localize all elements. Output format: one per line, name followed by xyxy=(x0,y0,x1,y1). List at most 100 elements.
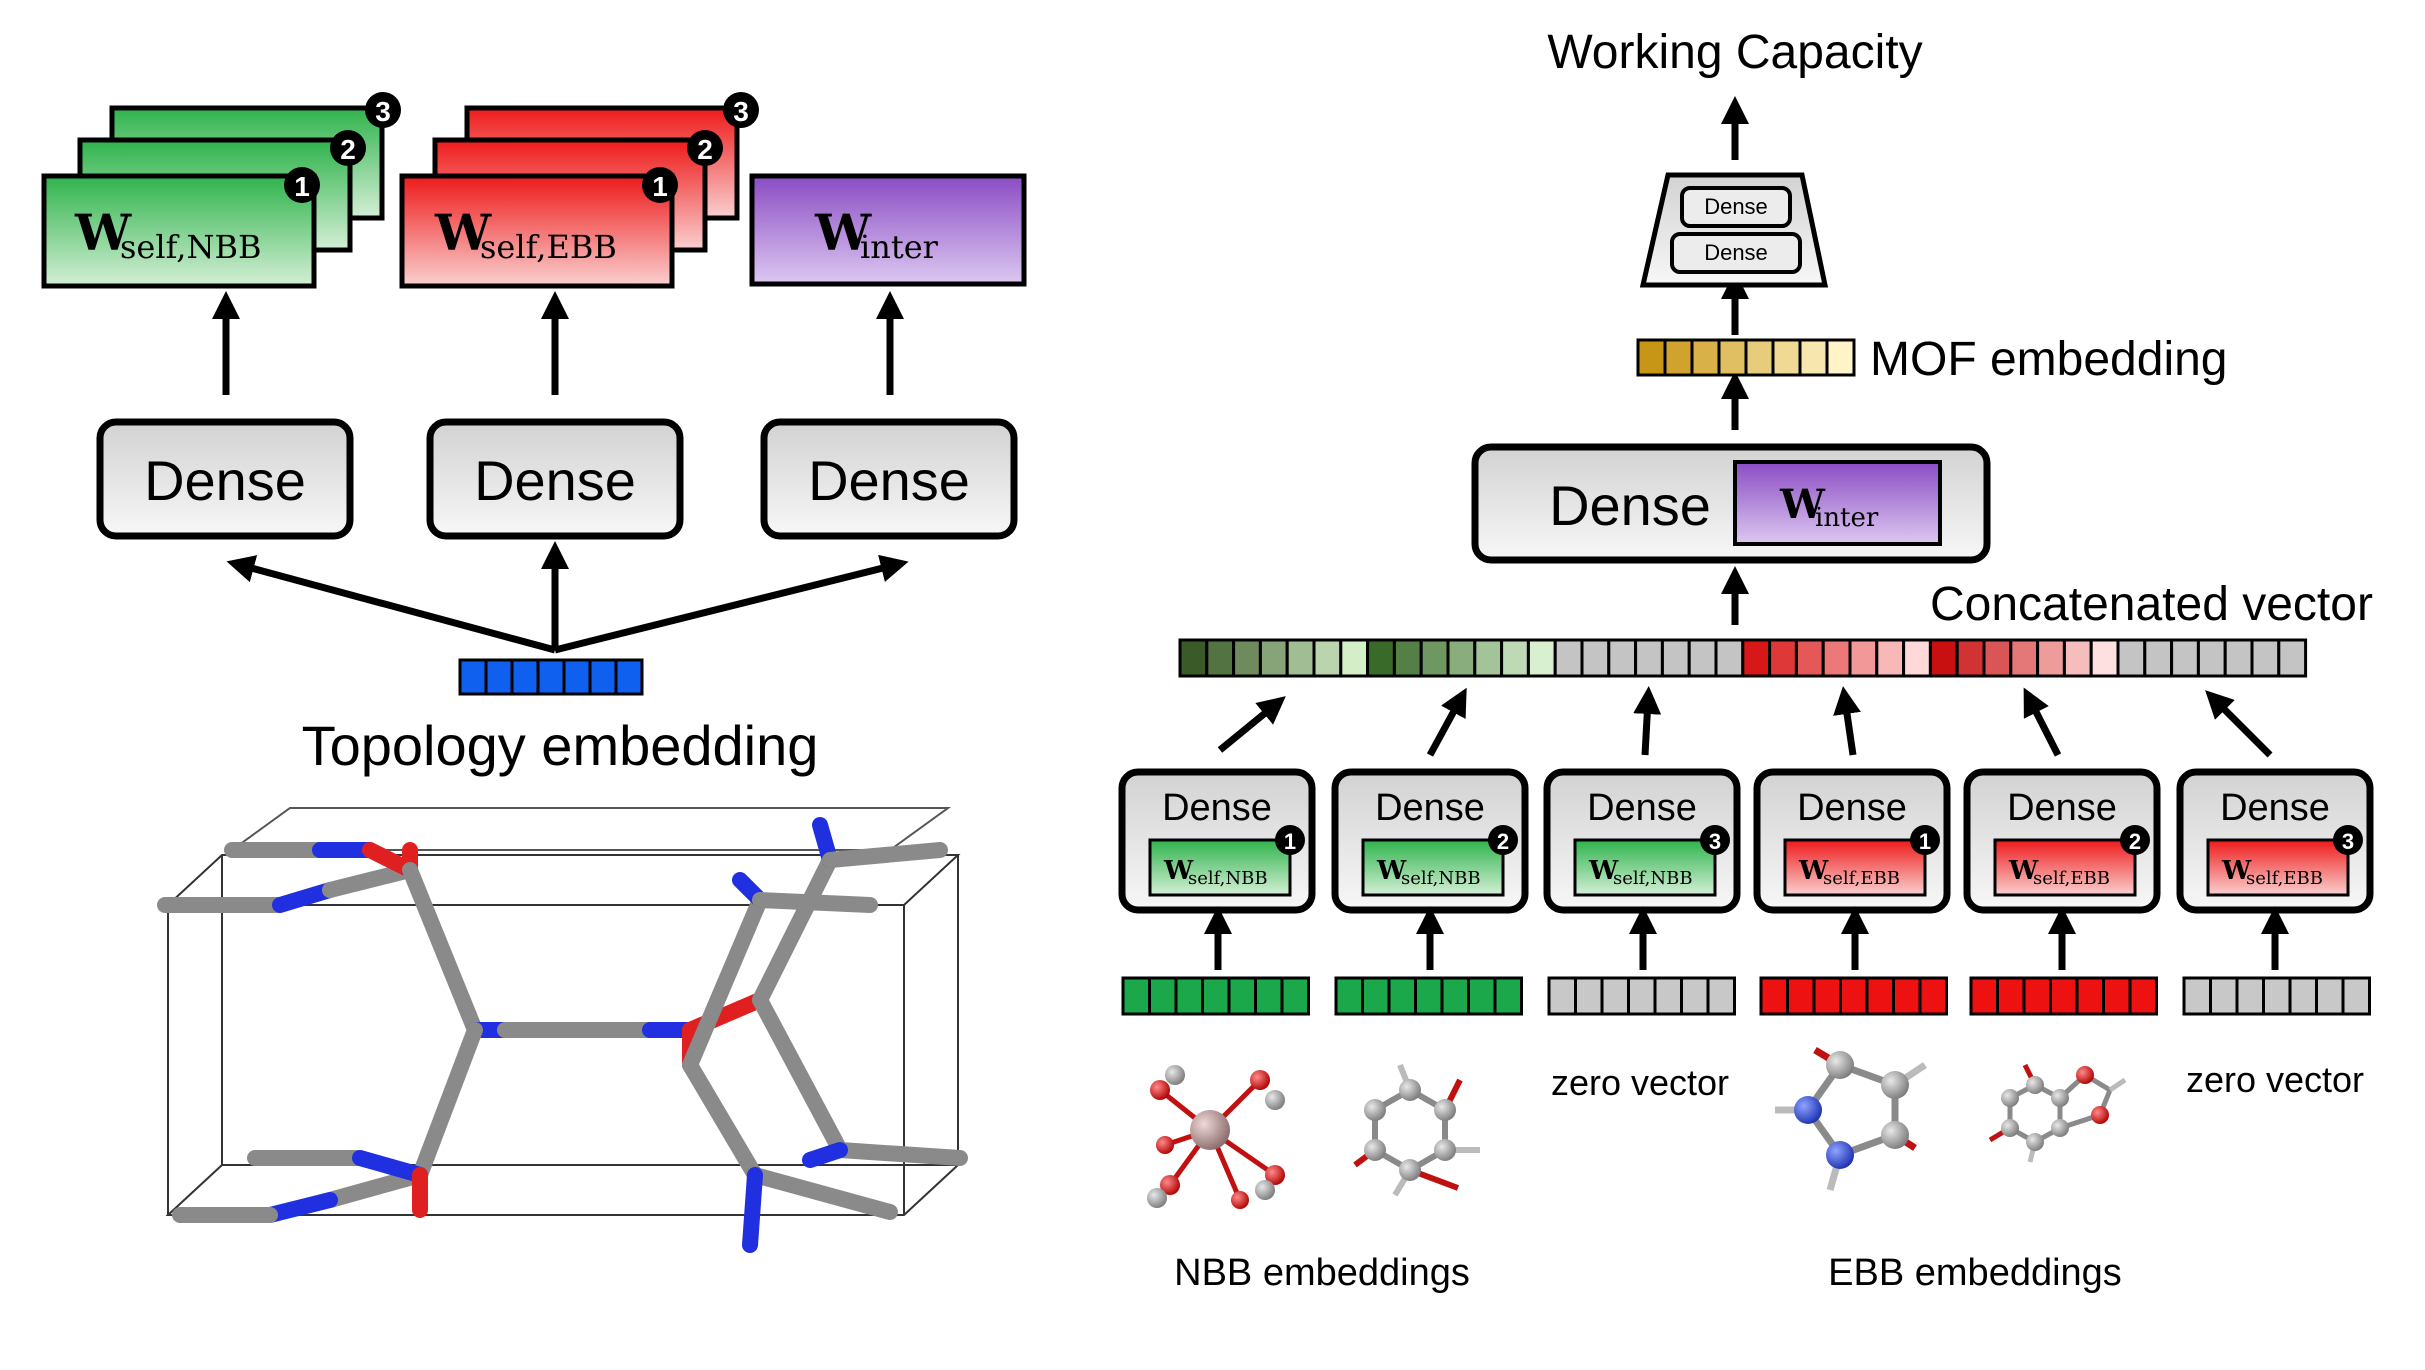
input-vector-cell xyxy=(1600,976,1630,1016)
input-vector-cell xyxy=(2049,976,2079,1016)
input-vector-cell xyxy=(1786,976,1816,1016)
mof-vector-cell xyxy=(1771,338,1802,377)
molecule-nbb-benzene xyxy=(1353,1063,1480,1197)
dense-box-left-1: Dense xyxy=(96,418,354,540)
concat-vector-cell xyxy=(2062,638,2093,678)
concat-vector-cell xyxy=(1794,638,1825,678)
mof-embedding-label: MOF embedding xyxy=(1870,333,2228,386)
block-dense-label: Dense xyxy=(2007,787,2117,829)
dense-box-left-3: Dense xyxy=(760,418,1018,540)
concat-vector-cell xyxy=(1339,638,1370,678)
input-vector-cell xyxy=(1759,976,1789,1016)
concat-vector-cell xyxy=(1660,638,1691,678)
concat-vector-cell xyxy=(1714,638,1745,678)
input-vector-cell xyxy=(2315,976,2345,1016)
topology-vector-cell xyxy=(588,658,618,696)
concat-vector-cell xyxy=(1768,638,1798,678)
input-vector-cell xyxy=(2128,976,2158,1016)
block-dense-label: Dense xyxy=(1162,787,1272,829)
input-vector-cell xyxy=(2102,976,2132,1016)
input-vector-cell xyxy=(1574,976,1604,1016)
concat-vector-cell xyxy=(1902,638,1932,678)
badge: 3 xyxy=(723,92,759,128)
block-weight xyxy=(1361,838,1505,897)
concat-label: Concatenated vector xyxy=(1930,578,2373,631)
block-weight xyxy=(1993,838,2137,897)
svg-text:Dense: Dense xyxy=(1704,240,1768,265)
input-vector-cell xyxy=(1653,976,1683,1016)
concat-vector-cell xyxy=(1687,638,1718,678)
input-vector-cell xyxy=(1892,976,1922,1016)
input-vector-cell xyxy=(2182,976,2212,1016)
input-vector-cell xyxy=(1361,976,1391,1016)
input-vector-cell xyxy=(1227,976,1257,1016)
svg-text:W: W xyxy=(1163,856,1194,886)
input-vector-cell xyxy=(1706,976,1736,1016)
block-weight xyxy=(1148,838,1292,897)
input-vector-cell xyxy=(2341,976,2371,1016)
concat-vector-cell xyxy=(1526,638,1557,678)
block-dense-label: Dense xyxy=(1587,787,1697,829)
badge: 3 xyxy=(1700,825,1730,855)
block-weight xyxy=(1573,838,1717,897)
embedding-blocks: DenseWself,NBB1DenseWself,NBB2DenseWself… xyxy=(1118,768,2374,914)
input-vector-cell xyxy=(1627,976,1657,1016)
mof-vector-cell xyxy=(1636,338,1667,377)
topology-vector-cell xyxy=(484,658,514,696)
zero-vector-label-2: zero vector xyxy=(2186,1059,2364,1100)
topology-vector-cell xyxy=(562,658,592,696)
block-dense-label: Dense xyxy=(1375,787,1485,829)
mof-vector-cell xyxy=(1663,338,1694,377)
badge: 1 xyxy=(642,167,678,203)
weight-inter: W inter xyxy=(749,173,1027,287)
svg-text:3: 3 xyxy=(733,96,749,127)
svg-text:W: W xyxy=(2008,856,2039,886)
block-dense-label: Dense xyxy=(1797,787,1907,829)
zero-vector-label-1: zero vector xyxy=(1551,1062,1729,1103)
concat-vector-cell xyxy=(1553,638,1584,678)
input-vector-cell xyxy=(1996,976,2026,1016)
svg-text:inter: inter xyxy=(1815,503,1879,533)
input-vector-cell xyxy=(2075,976,2105,1016)
input-vector-cell xyxy=(1414,976,1444,1016)
concat-vector-cell xyxy=(1473,638,1504,678)
input-vector-cell xyxy=(2022,976,2052,1016)
weight-nbb-label: W self,NBB xyxy=(74,203,262,266)
dense-box-left-2: Dense xyxy=(426,418,684,540)
input-vector-cell xyxy=(1201,976,1231,1016)
concat-vector-cell xyxy=(1580,638,1611,678)
weight-inter-main: W xyxy=(814,203,872,262)
badge: 2 xyxy=(1488,825,1518,855)
mof-vector-cell xyxy=(1690,338,1721,377)
input-vector-cell xyxy=(1467,976,1497,1016)
topology-vector xyxy=(458,658,644,696)
svg-text:2: 2 xyxy=(1497,829,1509,854)
input-vector-cell xyxy=(1148,976,1178,1016)
svg-text:3: 3 xyxy=(2342,829,2354,854)
svg-text:Dense: Dense xyxy=(1704,194,1768,219)
head-dense-2 xyxy=(1670,232,1802,274)
svg-text:Dense: Dense xyxy=(1549,474,1711,537)
concat-vector-cell xyxy=(2170,638,2200,678)
concat-vector-cell xyxy=(1500,638,1530,678)
concat-vector-cell xyxy=(2196,638,2227,678)
mof-vector-cell xyxy=(1744,338,1775,377)
input-vector-cell xyxy=(1493,976,1523,1016)
arrows-blocks-to-concat xyxy=(1217,686,2273,758)
input-vectors xyxy=(1121,976,2371,1016)
badge: 1 xyxy=(284,167,320,203)
arrows-left-up xyxy=(212,291,904,395)
concat-vector-cell xyxy=(1821,638,1852,678)
input-vector-cell xyxy=(1440,976,1470,1016)
svg-text:W: W xyxy=(1376,856,1407,886)
concat-vector-cell xyxy=(1741,638,1772,678)
input-vector-cell xyxy=(1680,976,1710,1016)
svg-text:3: 3 xyxy=(375,96,391,127)
molecule-ebb-benzodioxole xyxy=(1988,1063,2127,1163)
weight-ebb-main: W xyxy=(434,203,492,262)
svg-text:self,EBB: self,EBB xyxy=(2033,868,2110,889)
working-capacity-title: Working Capacity xyxy=(1547,26,1922,79)
